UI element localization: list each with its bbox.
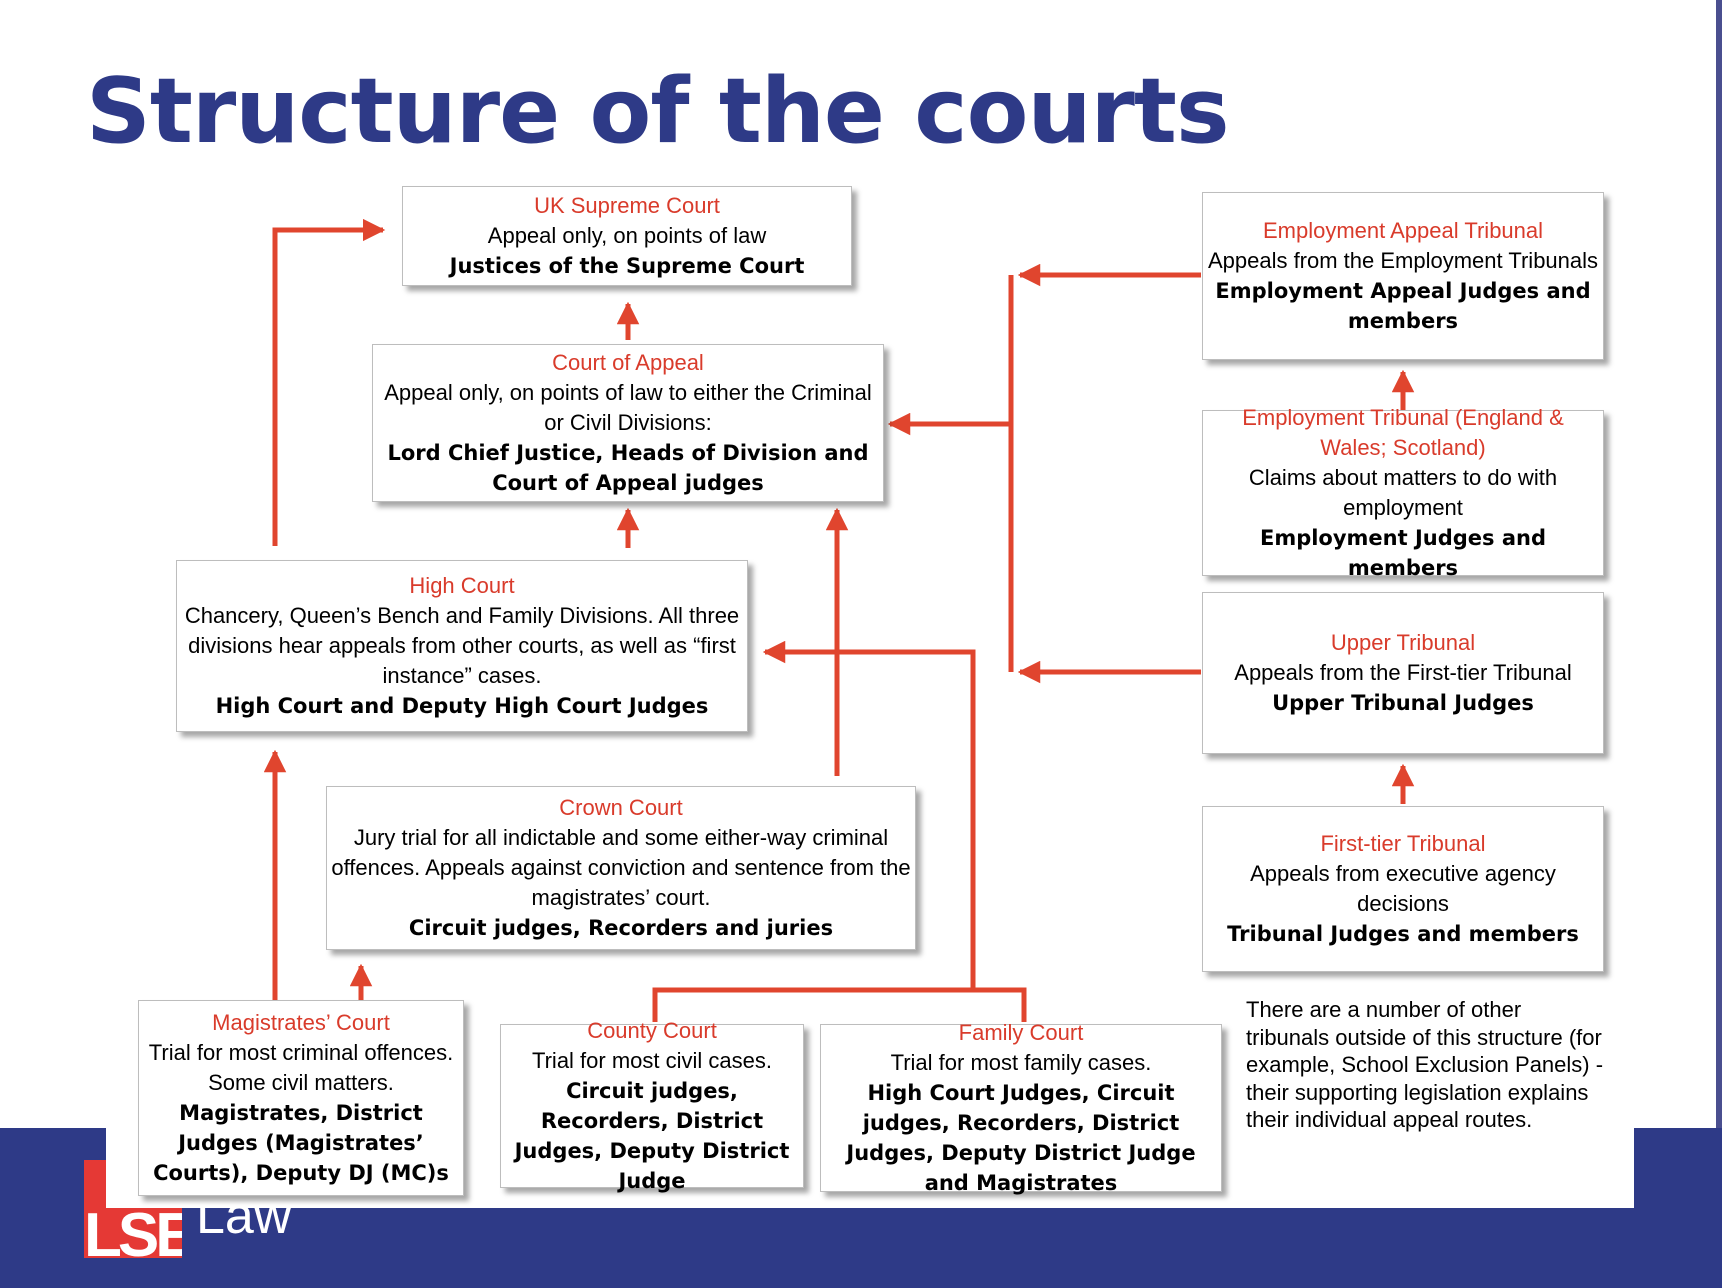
box-employment-appeal-tribunal: Employment Appeal Tribunal Appeals from …: [1202, 192, 1604, 360]
court-name: Magistrates’ Court: [212, 1010, 390, 1035]
court-description: Appeals from executive agency decisions: [1250, 861, 1556, 916]
court-judges: Circuit judges, Recorders, District Judg…: [514, 1079, 790, 1193]
court-name: Upper Tribunal: [1330, 630, 1476, 655]
court-judges: Circuit judges, Recorders and juries: [408, 916, 834, 940]
court-judges: Upper Tribunal Judges: [1272, 691, 1534, 715]
court-description: Appeals from the First-tier Tribunal: [1234, 660, 1572, 685]
court-judges: Employment Appeal Judges and members: [1215, 279, 1591, 333]
court-judges: Justices of the Supreme Court: [449, 254, 805, 278]
scrollbar[interactable]: [1716, 0, 1722, 1128]
court-description: Trial for most civil cases.: [531, 1048, 772, 1073]
court-description: Appeal only, on points of law to either …: [384, 380, 872, 435]
court-name: County Court: [587, 1018, 717, 1043]
court-description: Appeal only, on points of law: [487, 223, 767, 248]
box-county-court: County Court Trial for most civil cases.…: [500, 1018, 804, 1193]
arrow-county-family-to-high: [762, 640, 976, 990]
box-first-tier-tribunal: First-tier Tribunal Appeals from executi…: [1202, 806, 1604, 972]
court-judges: Employment Judges and members: [1259, 526, 1547, 580]
box-employment-tribunal: Employment Tribunal (England & Wales; Sc…: [1202, 405, 1604, 580]
connector-county-family: [652, 987, 1027, 1022]
court-judges: Lord Chief Justice, Heads of Division an…: [387, 441, 869, 495]
court-name: High Court: [409, 573, 515, 598]
box-magistrates-court: Magistrates’ Court Trial for most crimin…: [138, 1000, 464, 1196]
court-judges: Tribunal Judges and members: [1227, 922, 1579, 946]
court-description: Jury trial for all indictable and some e…: [331, 825, 911, 910]
court-description: Appeals from the Employment Tribunals: [1207, 248, 1599, 273]
logo-text: LSE: [84, 1201, 182, 1258]
court-judges: High Court Judges, Circuit judges, Recor…: [846, 1081, 1196, 1195]
lse-logo: LSE: [84, 1160, 182, 1258]
court-description: Chancery, Queen’s Bench and Family Divis…: [184, 603, 740, 688]
page-title: Structure of the courts: [86, 59, 1230, 164]
box-high-court: High Court Chancery, Queen’s Bench and F…: [176, 560, 748, 732]
box-court-of-appeal: Court of Appeal Appeal only, on points o…: [372, 344, 884, 502]
court-name: Employment Appeal Tribunal: [1262, 218, 1544, 243]
court-name: Family Court: [958, 1020, 1084, 1045]
court-name: Court of Appeal: [552, 350, 704, 375]
box-upper-tribunal: Upper Tribunal Appeals from the First-ti…: [1202, 592, 1604, 754]
box-crown-court: Crown Court Jury trial for all indictabl…: [326, 786, 916, 950]
court-description: Trial for most criminal offences. Some c…: [148, 1040, 454, 1095]
arrow-high-to-supreme: [272, 218, 386, 546]
court-name: Crown Court: [559, 795, 683, 820]
court-name: UK Supreme Court: [534, 193, 720, 218]
box-family-court: Family Court Trial for most family cases…: [820, 1020, 1222, 1195]
box-uk-supreme-court: UK Supreme Court Appeal only, on points …: [402, 186, 852, 286]
court-judges: High Court and Deputy High Court Judges: [215, 694, 709, 718]
tribunals-note: There are a number of other tribunals ou…: [1246, 997, 1604, 1132]
court-judges: Magistrates, District Judges (Magistrate…: [153, 1101, 449, 1185]
court-description: Claims about matters to do with employme…: [1248, 465, 1558, 520]
court-description: Trial for most family cases.: [890, 1050, 1152, 1075]
court-name: Employment Tribunal (England & Wales; Sc…: [1242, 405, 1564, 460]
court-name: First-tier Tribunal: [1320, 831, 1486, 856]
